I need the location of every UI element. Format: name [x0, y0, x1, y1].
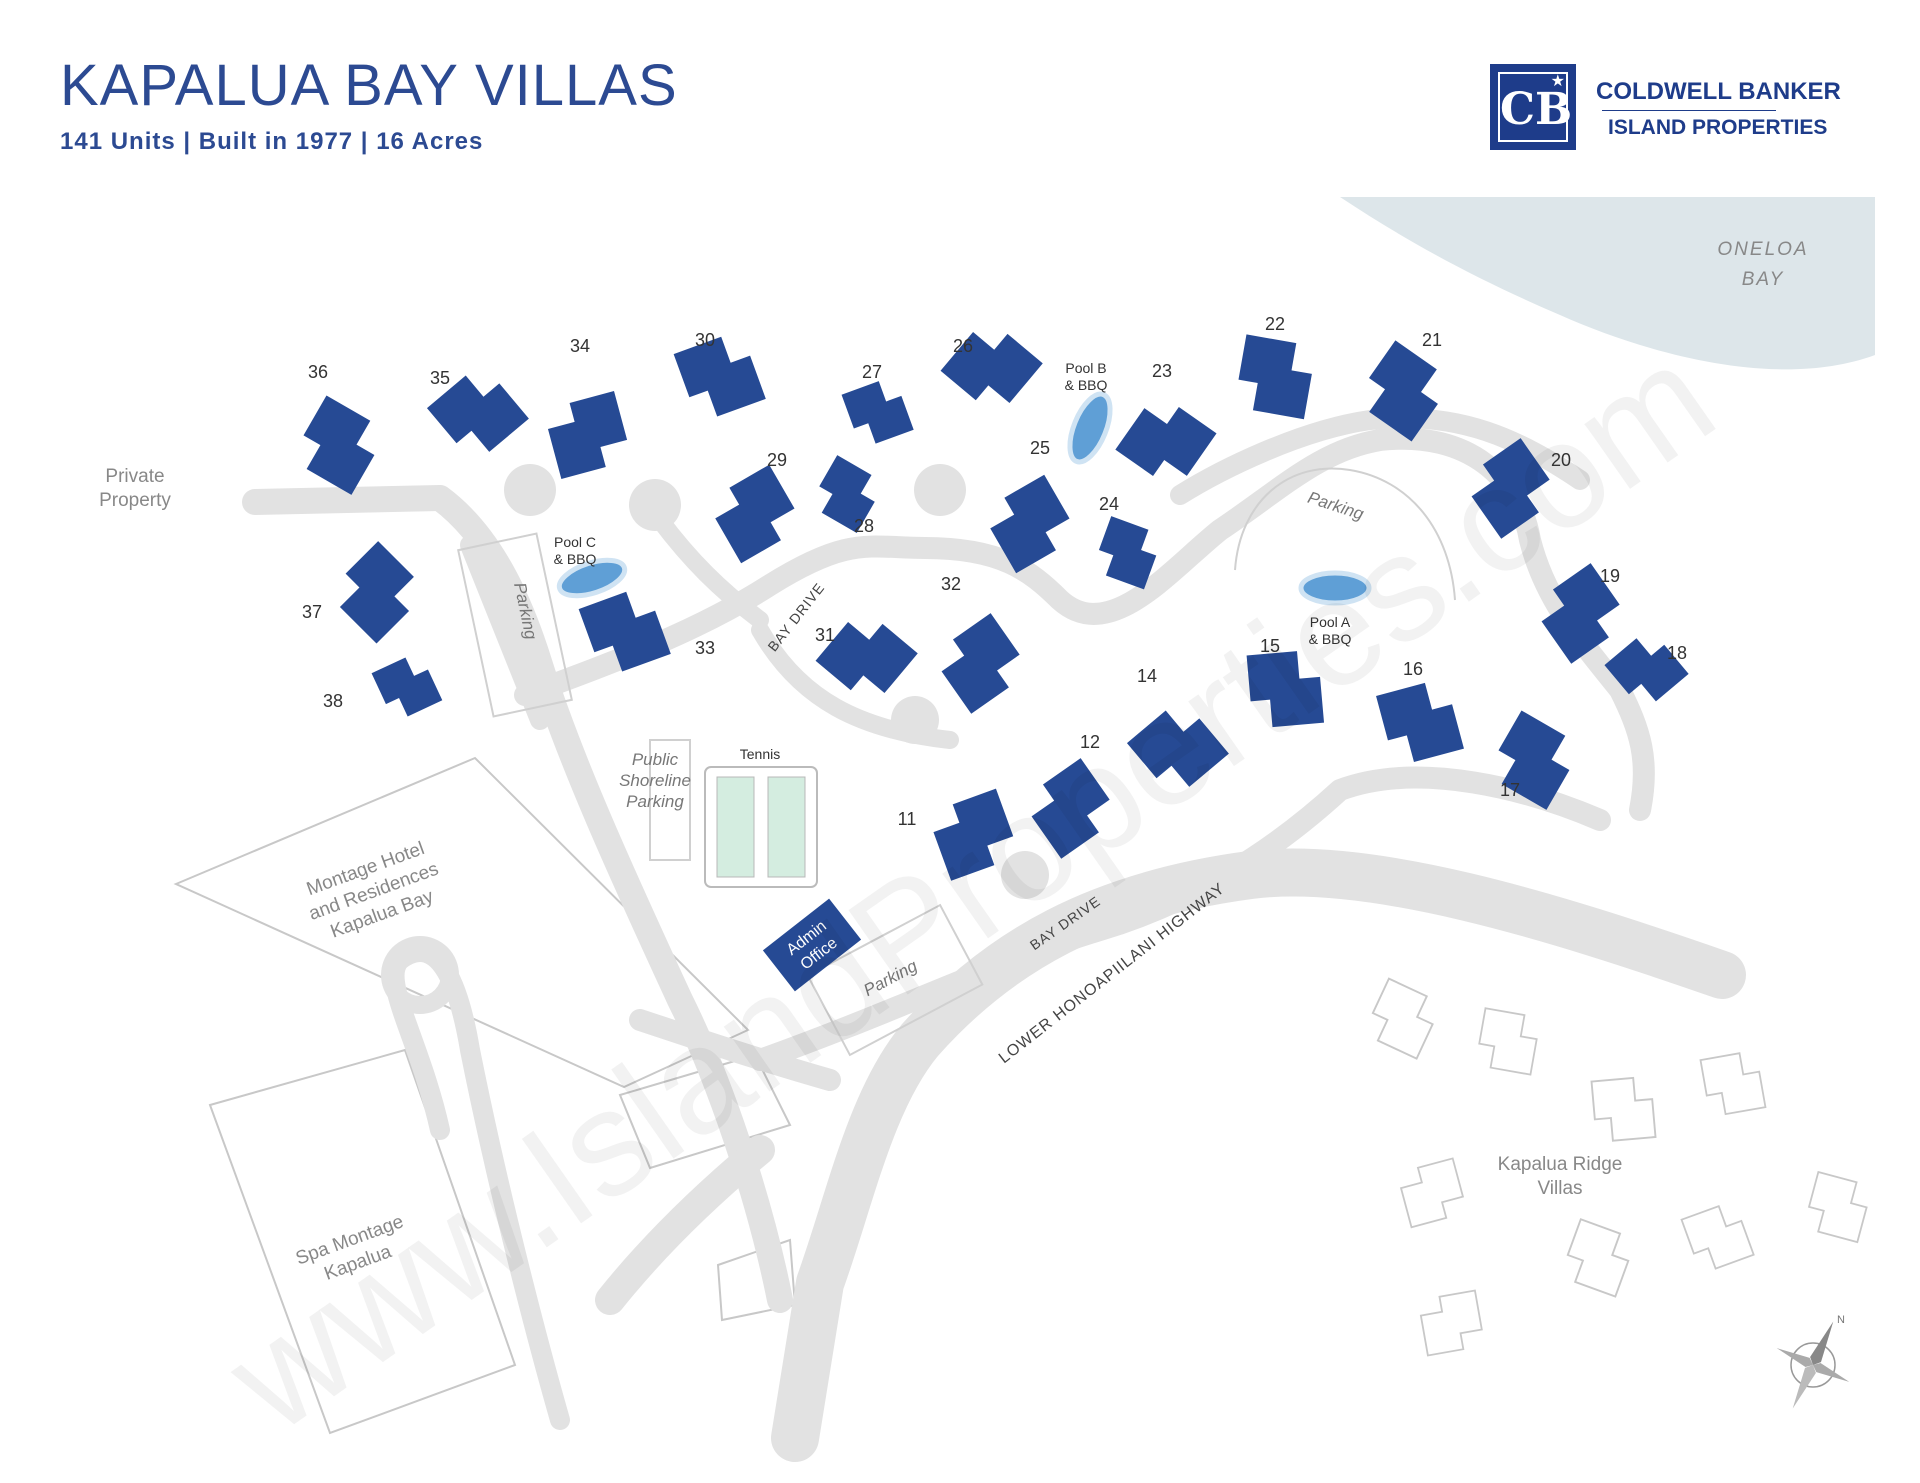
label-30: 30	[695, 330, 715, 350]
building-37[interactable]	[326, 541, 429, 644]
bay-label: BAY	[1742, 269, 1785, 290]
tennis-court-2	[767, 776, 806, 878]
private-property-label-2: Property	[99, 490, 171, 511]
parking-lot-public	[649, 739, 691, 861]
building-30[interactable]	[673, 329, 766, 424]
label-23: 23	[1152, 361, 1172, 381]
parking-road-west	[460, 535, 550, 730]
building-34[interactable]	[542, 391, 633, 479]
label-31: 31	[815, 625, 835, 645]
kapalua-ridge-label-2: Villas	[1537, 1178, 1582, 1199]
label-29: 29	[767, 450, 787, 470]
label-28: 28	[854, 516, 874, 536]
label-21: 21	[1422, 330, 1442, 350]
coldwell-banker-logo-icon: CB ★	[1490, 64, 1576, 150]
label-20: 20	[1551, 450, 1571, 470]
label-35: 35	[430, 368, 450, 388]
pool-c-icon	[556, 557, 628, 599]
label-22: 22	[1265, 314, 1285, 334]
star-icon: ★	[1550, 73, 1565, 90]
cul-de-sac-2	[629, 479, 681, 531]
amenity-labels: Pool A & BBQ Pool B & BBQ Pool C & BBQ T…	[554, 360, 1352, 762]
page-title: KAPALUA BAY VILLAS	[60, 53, 678, 118]
label-11: 11	[898, 809, 917, 829]
cul-de-sac-1	[504, 464, 556, 516]
spa-montage-outline	[208, 1048, 517, 1435]
admin-office-building[interactable]: Admin Office	[762, 898, 862, 992]
coldwell-banker-logo: CB ★ COLDWELL BANKER ISLAND PROPERTIES	[1490, 64, 1890, 154]
pool-a-icon	[1298, 570, 1372, 606]
building-29[interactable]	[705, 464, 805, 564]
label-24: 24	[1099, 494, 1119, 514]
label-38: 38	[323, 691, 343, 711]
pool-b-label-2: & BBQ	[1065, 377, 1108, 393]
spur-road-2	[651, 511, 769, 629]
cul-de-sac-4	[891, 696, 939, 744]
logo-divider	[1602, 110, 1776, 111]
logo-line-2: ISLAND PROPERTIES	[1608, 116, 1828, 139]
montage-hotel-outline	[173, 756, 750, 1089]
building-27[interactable]	[841, 375, 914, 449]
pool-a-label: Pool A	[1310, 614, 1351, 630]
building-26[interactable]	[940, 316, 1043, 419]
tennis-label: Tennis	[740, 746, 780, 762]
compass-rose-icon: N	[1776, 1314, 1850, 1409]
cul-de-sac-5	[1001, 851, 1049, 899]
label-12: 12	[1080, 732, 1100, 752]
pool-c-label: Pool C	[554, 534, 596, 550]
building-38[interactable]	[371, 650, 443, 723]
label-27: 27	[862, 362, 882, 382]
label-14: 14	[1137, 666, 1157, 686]
building-31[interactable]	[815, 606, 918, 709]
building-22[interactable]	[1233, 334, 1317, 420]
building-32[interactable]	[930, 613, 1032, 714]
parking-lot-west	[457, 532, 573, 718]
oneloa-bay-water	[1340, 197, 1875, 370]
label-32: 32	[941, 574, 961, 594]
cul-de-sac-loop	[381, 936, 459, 1014]
kapalua-ridge-label: Kapalua Ridge	[1498, 1154, 1623, 1175]
label-33: 33	[695, 638, 715, 658]
label-25: 25	[1030, 438, 1050, 458]
public-parking-label: Public	[632, 750, 679, 769]
label-15: 15	[1260, 636, 1280, 656]
label-17: 17	[1500, 780, 1520, 800]
pool-a-label-2: & BBQ	[1309, 631, 1352, 647]
south-loop-road	[749, 766, 1611, 1071]
public-parking-label-3: Parking	[626, 792, 684, 811]
bay-drive-road	[242, 485, 793, 1313]
label-18: 18	[1667, 643, 1687, 663]
logo-line-1: COLDWELL BANKER	[1596, 78, 1841, 105]
label-16: 16	[1403, 659, 1423, 679]
highway-road	[771, 848, 1746, 1462]
label-37: 37	[302, 602, 322, 622]
oneloa-label: ONELOA	[1717, 239, 1808, 260]
tennis-courts	[704, 766, 818, 888]
label-26: 26	[953, 336, 973, 356]
label-36: 36	[308, 362, 328, 382]
logo-mark: CB	[1498, 72, 1572, 142]
tennis-court-1	[716, 776, 755, 878]
page-subtitle: 141 Units | Built in 1977 | 16 Acres	[60, 128, 484, 155]
building-labels: 11 12 14 15 16 17 18 19 20 21 22 23 24 2…	[302, 314, 1687, 829]
southwest-road	[595, 1135, 775, 1315]
public-parking-label-2: Shoreline	[619, 771, 691, 790]
pool-c-label-2: & BBQ	[554, 551, 597, 567]
label-34: 34	[570, 336, 590, 356]
parking-lot-south	[806, 903, 984, 1057]
cul-de-sac-3	[914, 464, 966, 516]
label-19: 19	[1600, 566, 1620, 586]
montage-access	[629, 1009, 841, 1091]
parking-lot-pool-a	[1234, 467, 1456, 601]
pool-b-label: Pool B	[1065, 360, 1106, 376]
parking-lots	[457, 467, 1456, 1057]
private-property-label: Private	[105, 466, 164, 487]
building-36[interactable]	[289, 395, 389, 495]
pools	[556, 391, 1372, 606]
compass-north-label: N	[1837, 1314, 1845, 1326]
pool-b-icon	[1067, 391, 1113, 465]
